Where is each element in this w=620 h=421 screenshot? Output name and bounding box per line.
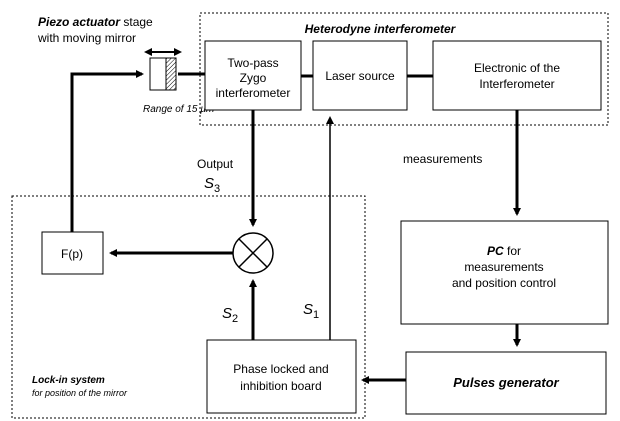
electronics-label-line2: Interferometer	[479, 77, 554, 91]
output-label: Output	[197, 157, 234, 171]
pc-box	[400, 220, 609, 325]
electronics-label-line1: Electronic of the	[474, 61, 560, 75]
zygo-label-line3: interferometer	[216, 86, 291, 100]
pc-label-line1: PC for	[487, 244, 521, 258]
s2-label: S2	[222, 305, 238, 325]
s1-label: S1	[303, 301, 319, 321]
pulses-generator-box	[405, 351, 607, 415]
filter-fp-label: F(p)	[61, 247, 83, 261]
laser-source-box	[312, 40, 408, 111]
lock-in-system-group	[11, 195, 366, 419]
lockin-title: Lock-in system	[32, 375, 105, 386]
phase-board-label-line1: Phase locked and	[233, 362, 328, 376]
heterodyne-title: Heterodyne interferometer	[305, 22, 457, 36]
piezo-range: Range of 15 µm	[143, 104, 214, 115]
phase-locked-board-box	[206, 339, 357, 414]
pc-label-line2: measurements	[464, 260, 543, 274]
interferometer-electronics-box	[432, 40, 602, 111]
mixer-multiplier-icon	[232, 232, 274, 274]
moving-mirror-icon	[144, 48, 182, 91]
filter-fp-box	[41, 231, 104, 275]
heterodyne-interferometer-group	[199, 12, 609, 126]
piezo-subtitle: with moving mirror	[37, 31, 136, 45]
zygo-label-line1: Two-pass	[227, 56, 278, 70]
lockin-subtitle: for position of the mirror	[32, 388, 128, 398]
zygo-label-line2: Zygo	[240, 71, 267, 85]
piezo-title: Piezo actuator stage	[38, 15, 153, 29]
zygo-interferometer-box	[204, 40, 302, 111]
laser-source-label: Laser source	[325, 69, 395, 83]
pc-label-line3: and position control	[452, 276, 556, 290]
s3-label: S3	[204, 175, 220, 195]
pulses-generator-label: Pulses generator	[453, 375, 559, 390]
measurements-label: measurements	[403, 152, 482, 166]
feedback-to-mirror-arrow	[70, 70, 144, 232]
phase-board-label-line2: inhibition board	[240, 379, 321, 393]
